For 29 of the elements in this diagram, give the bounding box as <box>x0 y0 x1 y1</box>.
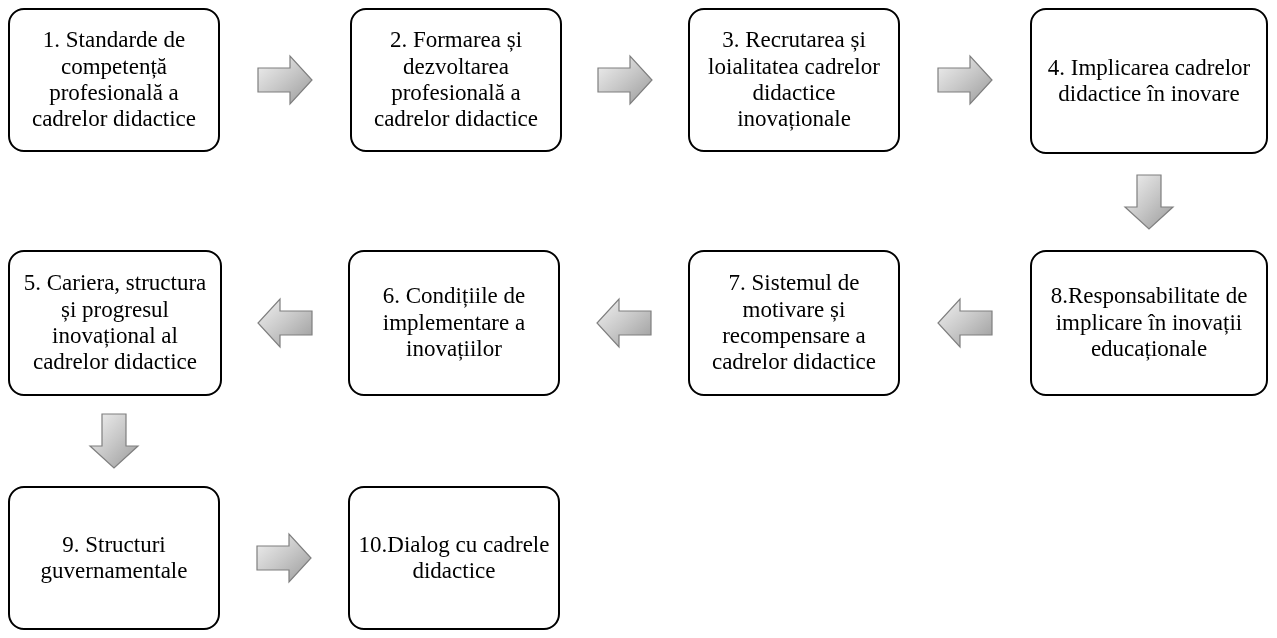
process-box <box>688 250 900 396</box>
box-text: 2. Formarea și dezvoltarea profesională a cadrelor didactice <box>372 27 540 133</box>
box-text: 8.Responsabilitate de implicare în inovații educaționale <box>1049 283 1249 363</box>
process-box <box>688 8 900 152</box>
box-text: 9. Structuri guvernamentale <box>39 531 189 585</box>
box-text: 5. Cariera, structura și progresul inovațional al cadrelor didactice <box>22 270 208 376</box>
box-text: 7. Sistemul de motivare și recompensare a cadrelor didactice <box>710 270 878 376</box>
process-box <box>1030 8 1268 154</box>
block-arrow <box>596 297 652 349</box>
box-text: 3. Recrutarea și loialitatea cadrelor didactice inovaționale <box>707 27 881 133</box>
box-text: 4. Implicarea cadrelor didactice în inovare <box>1046 54 1252 108</box>
process-box <box>348 486 560 630</box>
process-box <box>8 250 222 396</box>
process-box <box>350 8 562 152</box>
block-arrow <box>1123 174 1175 230</box>
block-arrow <box>256 532 312 584</box>
box-text: 1. Standarde de competență profesională a cadrelor didactice <box>30 27 198 133</box>
block-arrow <box>937 297 993 349</box>
block-arrow <box>257 54 313 106</box>
process-box <box>8 486 220 630</box>
block-arrow <box>937 54 993 106</box>
block-arrow <box>88 413 140 469</box>
process-box <box>8 8 220 152</box>
box-text: 10.Dialog cu cadrele didactice <box>358 531 550 585</box>
process-box <box>1030 250 1268 396</box>
block-arrow <box>257 297 313 349</box>
box-text: 6. Condițiile de implementare a inovațiilor <box>381 283 527 363</box>
process-box <box>348 250 560 396</box>
block-arrow <box>597 54 653 106</box>
